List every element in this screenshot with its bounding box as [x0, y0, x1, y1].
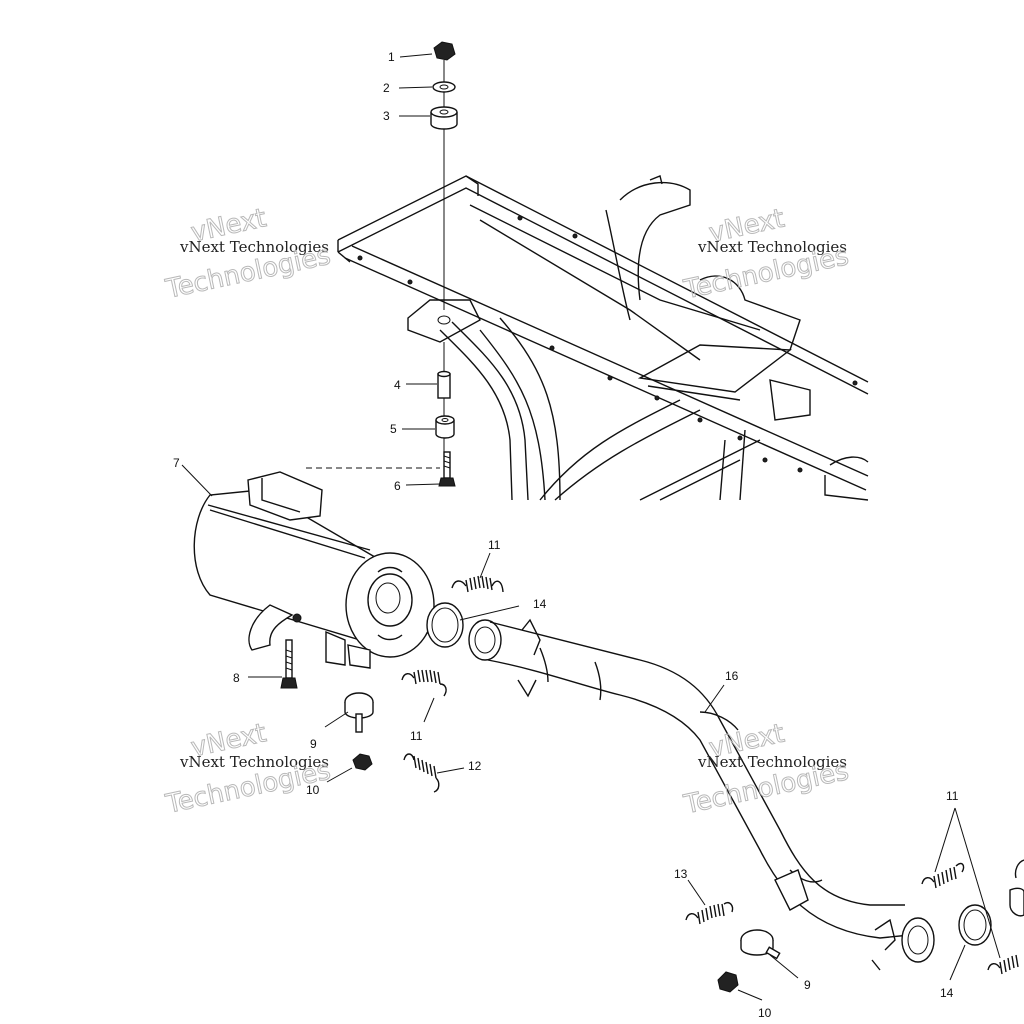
frame-assembly — [337, 175, 869, 501]
callout-6: 6 — [394, 479, 401, 493]
watermark-line2: vNext Technologies — [697, 238, 847, 256]
watermark-line2: vNext Technologies — [697, 753, 847, 771]
bolt-8 — [280, 639, 298, 689]
watermark-line2: vNext Technologies — [179, 753, 329, 771]
grommet-5 — [435, 415, 455, 439]
watermark-bottom-left: vNext vNext Technologies Technologies — [162, 718, 334, 821]
callout-12: 12 — [468, 759, 482, 773]
spring-11-right-lower — [987, 954, 1019, 975]
mount-hardware-stack — [306, 41, 458, 487]
spring-11-top — [451, 575, 504, 593]
watermark-top-right: vNext vNext Technologies Technologies — [680, 203, 852, 306]
rubber-mount-9-right — [740, 929, 781, 960]
callout-11-top: 11 — [488, 538, 501, 552]
callout-3: 3 — [383, 109, 390, 123]
callout-2: 2 — [383, 81, 390, 95]
muffler-7 — [193, 471, 435, 669]
grommet-3 — [430, 106, 458, 130]
sleeve-4 — [437, 370, 451, 399]
gasket-14-right — [958, 904, 992, 946]
washer-2 — [432, 81, 456, 93]
callout-5: 5 — [390, 422, 397, 436]
callout-13: 13 — [674, 867, 688, 881]
spring-12 — [403, 753, 440, 793]
callout-14-left: 14 — [533, 597, 547, 611]
callout-14-right: 14 — [940, 986, 954, 1000]
callout-8: 8 — [233, 671, 240, 685]
watermark-top-left: vNext vNext Technologies Technologies — [162, 203, 334, 306]
callout-10-right: 10 — [758, 1006, 772, 1020]
callout-11-right: 11 — [946, 789, 959, 803]
head-pipe-16 — [468, 618, 935, 971]
spring-13 — [685, 902, 734, 925]
spring-11-middle — [401, 669, 447, 697]
callout-10-left: 10 — [306, 783, 320, 797]
nut-10-left — [352, 753, 373, 771]
nut-10-right — [717, 971, 739, 993]
callout-7: 7 — [173, 456, 180, 470]
callout-16: 16 — [725, 669, 739, 683]
callout-4: 4 — [394, 378, 401, 392]
watermark-line2: vNext Technologies — [179, 238, 329, 256]
leader-lines — [181, 53, 1001, 1001]
callout-1: 1 — [388, 50, 395, 64]
rubber-mount-9-left — [344, 692, 374, 733]
callout-labels: 1 2 3 4 5 6 7 8 9 10 11 11 12 14 16 13 9… — [173, 50, 959, 1020]
hex-bolt-1 — [433, 41, 456, 61]
callout-9-left: 9 — [310, 737, 317, 751]
callout-11-middle: 11 — [410, 729, 423, 743]
gasket-14-left — [426, 602, 464, 648]
spring-11-right-upper — [921, 862, 965, 889]
callout-9-right: 9 — [804, 978, 811, 992]
bolt-6 — [438, 451, 456, 487]
watermark-bottom-right: vNext vNext Technologies Technologies — [680, 718, 852, 821]
